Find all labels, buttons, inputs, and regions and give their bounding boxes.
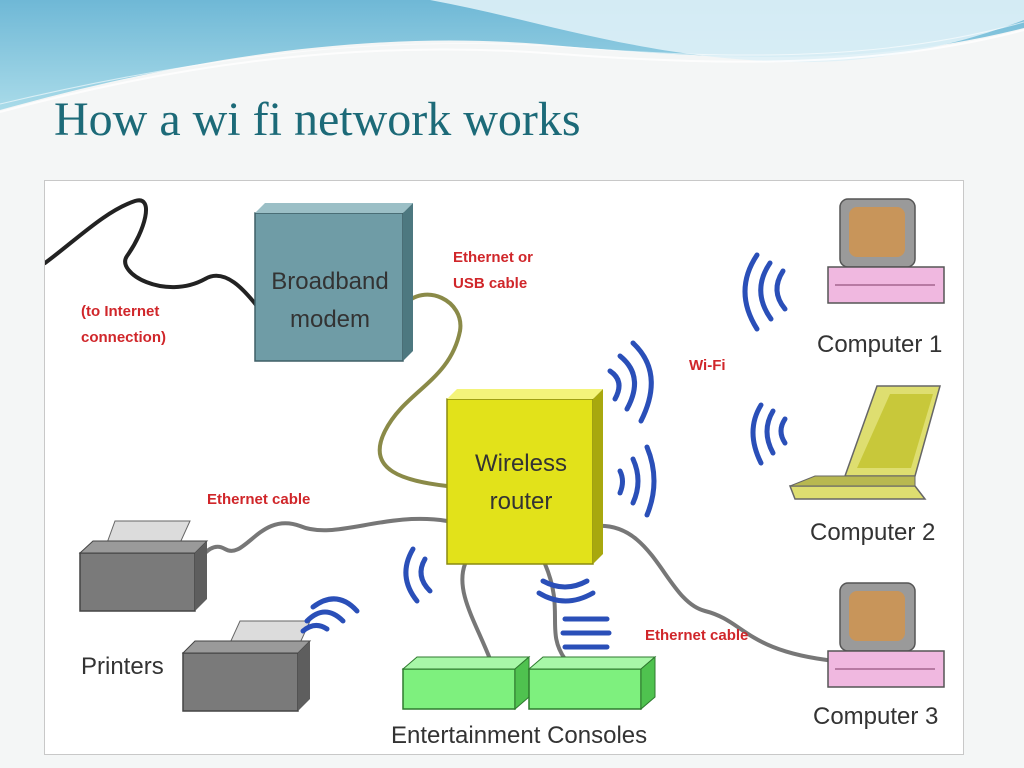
- computer-2-label: Computer 2: [810, 519, 936, 546]
- printers-label: Printers: [81, 653, 164, 680]
- router-computer3-cable: [593, 523, 837, 663]
- wireless-router: [446, 389, 603, 565]
- console-1-icon: [401, 655, 531, 711]
- printer-1-icon: [78, 520, 209, 612]
- cables: [45, 198, 837, 663]
- consoles-label: Entertainment Consoles: [391, 722, 648, 749]
- ethernet-cable-right-label: Ethernet cable: [645, 627, 749, 644]
- computer-1-label: Computer 1: [817, 331, 943, 358]
- modem-label: Broadband modem: [271, 268, 389, 333]
- internet-connection-label: (to Internet connection): [81, 303, 166, 346]
- wifi-signal-waves: [300, 252, 788, 650]
- router-label: Wireless router: [474, 450, 567, 515]
- console-2-icon: [527, 655, 657, 711]
- header-wave-banner: [0, 0, 1024, 113]
- network-diagram: [45, 198, 945, 712]
- modem-router-cable: [377, 292, 463, 488]
- diagram-panel: Broadband modem Wireless router (to Inte…: [44, 180, 964, 755]
- ethernet-cable-left-label: Ethernet cable: [207, 491, 311, 508]
- computer-2-laptop-icon: [788, 385, 941, 500]
- internet-cable: [45, 198, 259, 308]
- slide-title: How a wi fi network works: [54, 93, 581, 146]
- router-console-cable-2: [543, 562, 567, 661]
- printer-2-icon: [181, 620, 312, 712]
- ethernet-usb-label: Ethernet or USB cable: [453, 249, 534, 292]
- computer-3-icon: [827, 582, 945, 688]
- computer-3-label: Computer 3: [813, 703, 939, 730]
- broadband-modem: [254, 203, 413, 362]
- router-console-cable-1: [460, 562, 492, 661]
- computer-1-icon: [827, 198, 945, 304]
- wifi-label: Wi-Fi: [689, 357, 726, 374]
